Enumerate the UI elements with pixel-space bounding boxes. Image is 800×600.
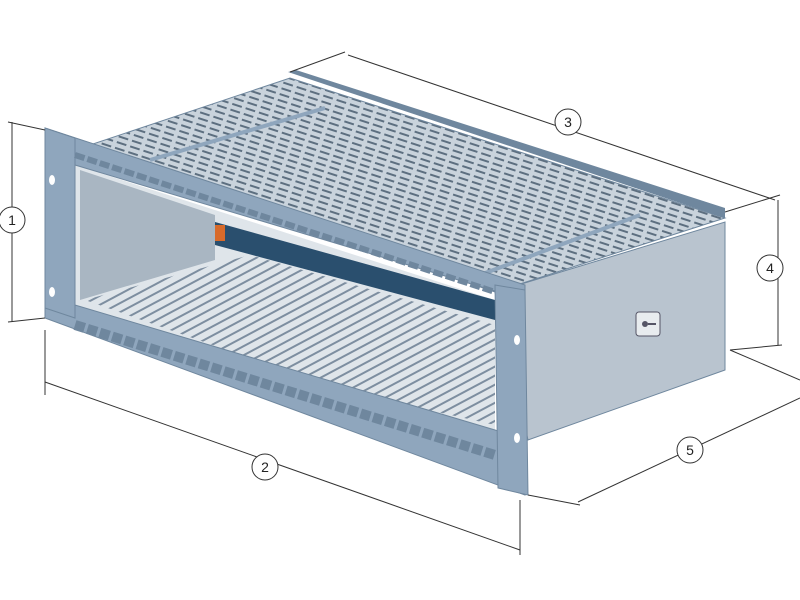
callout-2: 2 bbox=[251, 453, 279, 481]
connector-accent bbox=[215, 225, 225, 241]
backplane-rail bbox=[215, 222, 495, 320]
callout-label: 5 bbox=[686, 442, 694, 458]
callout-label: 4 bbox=[766, 260, 774, 276]
front-rail-top bbox=[74, 152, 496, 295]
mounting-hole bbox=[514, 335, 520, 345]
callout-3: 3 bbox=[554, 108, 582, 136]
callout-1: 1 bbox=[0, 206, 26, 234]
callout-label: 2 bbox=[261, 459, 269, 475]
callout-label: 1 bbox=[8, 212, 16, 228]
mounting-hole bbox=[49, 175, 55, 185]
rear-flange bbox=[288, 70, 725, 218]
mounting-hole bbox=[49, 287, 55, 297]
card-guides-bottom bbox=[85, 255, 495, 425]
rear-interior-wall bbox=[80, 170, 215, 300]
top-rail bbox=[149, 106, 326, 162]
front-rail-bottom bbox=[73, 320, 497, 460]
callout-5: 5 bbox=[676, 436, 704, 464]
callout-4: 4 bbox=[756, 254, 784, 282]
front-frame-right-ear bbox=[494, 284, 529, 496]
mounting-hole bbox=[514, 433, 520, 443]
callout-label: 3 bbox=[564, 114, 572, 130]
top-rail bbox=[479, 213, 641, 277]
